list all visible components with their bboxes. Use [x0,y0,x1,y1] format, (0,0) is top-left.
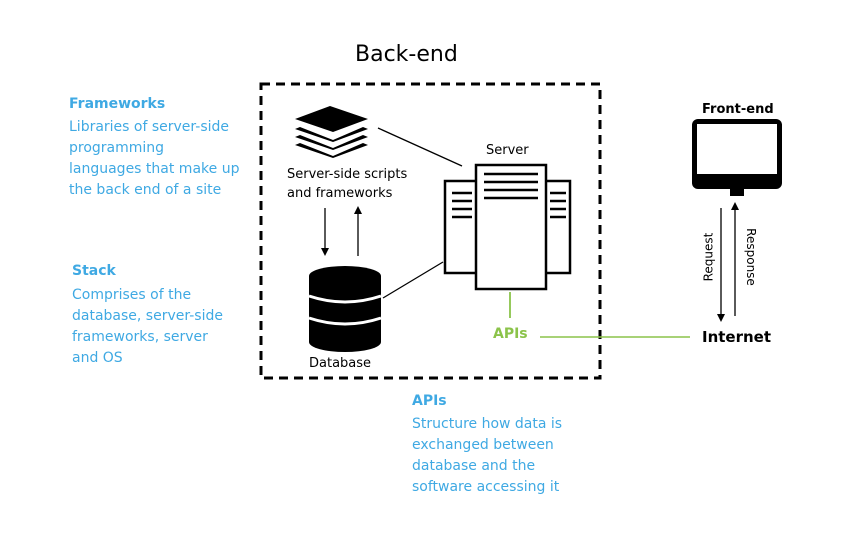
apis-label: APIs [493,326,528,342]
internet-label: Internet [702,328,772,346]
backend-boundary [259,82,602,380]
database-server-connector [382,261,444,299]
apis-info-line: software accessing it [412,479,560,495]
scripts-label-line1: Server-side scripts [287,167,408,182]
frameworks-description: Libraries of server-side programming lan… [69,117,239,201]
server-icon [443,163,572,291]
stack-line: frameworks, server [72,329,208,345]
frontend-label: Front-end [702,102,774,117]
page-title: Back-end [355,42,458,67]
monitor-icon [692,119,782,196]
scripts-server-connector [377,127,463,167]
server-label: Server [486,143,529,158]
database-label: Database [309,356,372,371]
request-label: Request [701,232,716,282]
apis-info-line: database and the [412,458,536,474]
frameworks-line: the back end of a site [69,182,222,198]
frameworks-line: Libraries of server-side [69,119,230,135]
stack-line: and OS [72,350,123,366]
stack-description: Comprises of the database, server-side f… [72,285,223,369]
layers-icon [295,106,368,158]
frameworks-line: languages that make up [69,161,240,177]
stack-line: Comprises of the [72,287,192,303]
response-label: Response [743,228,758,286]
apis-info-line: Structure how data is [412,416,563,432]
frameworks-line: programming [69,140,165,156]
stack-line: database, server-side [72,308,223,324]
frameworks-heading: Frameworks [69,96,166,112]
scripts-label-line2: and frameworks [287,186,393,201]
stack-heading: Stack [72,263,116,279]
database-icon [308,266,382,352]
apis-info-line: exchanged between [412,437,554,453]
apis-info-heading: APIs [412,393,447,409]
apis-info-description: Structure how data is exchanged between … [412,414,562,498]
